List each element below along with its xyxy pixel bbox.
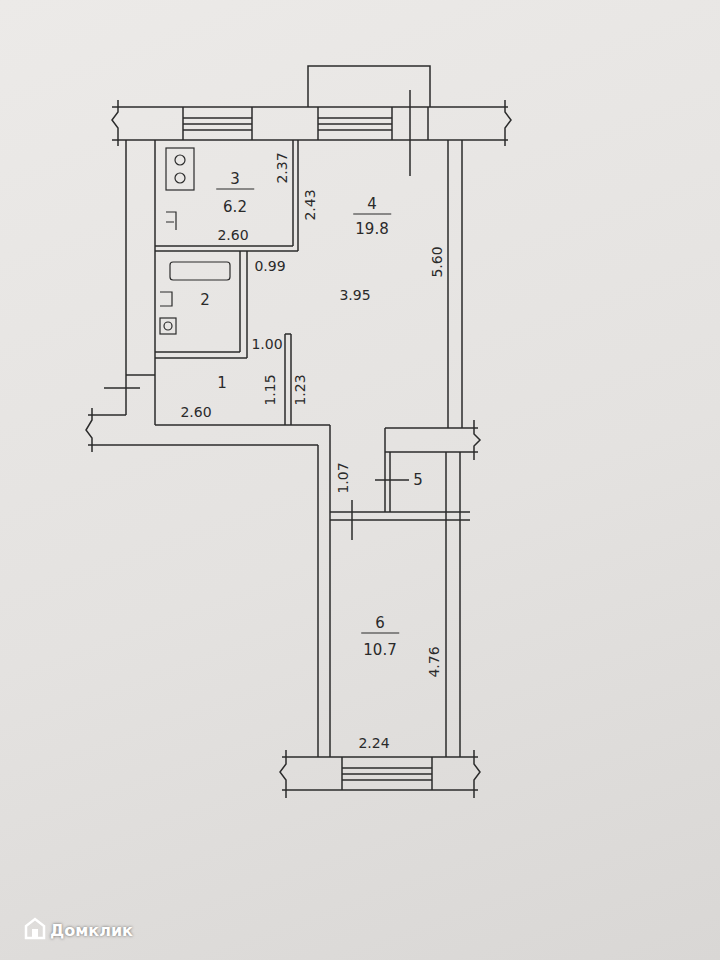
door-mark — [351, 500, 353, 540]
window-symbol — [318, 107, 392, 140]
window-tick — [104, 387, 140, 389]
wall-line — [329, 425, 331, 432]
toilet-symbol — [160, 318, 176, 334]
wall-line — [112, 106, 508, 108]
walls — [86, 66, 511, 798]
wall-line — [459, 452, 461, 757]
balcony-door — [409, 90, 411, 176]
window-symbol — [183, 107, 252, 140]
dimension-label: 1.07 — [336, 462, 351, 493]
partition — [330, 519, 470, 521]
washbasin-symbol — [160, 292, 172, 306]
dimension-label: 1.23 — [293, 374, 308, 405]
room-number: 6 — [361, 615, 399, 634]
break-mark — [280, 750, 286, 798]
watermark: Домклик — [50, 923, 133, 938]
wall-line — [282, 756, 478, 758]
dimension-label: 2.43 — [303, 189, 318, 220]
watermark-icon — [26, 919, 44, 938]
dimension-label: 1.15 — [263, 374, 278, 405]
dimension-label: 2.60 — [217, 228, 248, 243]
partition — [155, 351, 240, 353]
partition — [285, 333, 291, 335]
partition — [155, 245, 293, 247]
partition — [384, 428, 386, 512]
stove-burner — [175, 155, 185, 165]
wall-line — [445, 452, 447, 757]
dimension-label: 4.76 — [427, 646, 442, 677]
break-mark — [474, 420, 480, 460]
wall-line — [461, 140, 463, 428]
wall-line — [385, 427, 478, 429]
stove-burner — [175, 173, 185, 183]
break-mark — [86, 408, 92, 452]
room-number: 3 — [216, 171, 254, 190]
watermark-icon — [32, 929, 38, 938]
partition — [284, 334, 286, 425]
break-mark — [112, 100, 118, 146]
dimension-label: 2.37 — [275, 152, 290, 183]
room-area-value: 19.8 — [355, 221, 388, 238]
room-number: 4 — [353, 196, 391, 215]
break-mark — [474, 750, 480, 798]
dimension-label: 5.60 — [430, 246, 445, 277]
room-number: 5 — [413, 472, 423, 489]
wall-line — [88, 444, 318, 446]
wall-line — [155, 424, 330, 426]
wall-line — [282, 789, 478, 791]
break-mark — [505, 100, 511, 146]
wall-line — [125, 365, 127, 415]
wall-line — [447, 140, 449, 428]
stove-symbol — [166, 148, 194, 190]
wall-line — [88, 414, 126, 416]
wall-line — [385, 451, 478, 453]
wall-line — [154, 140, 156, 425]
wall-line — [125, 140, 127, 365]
partition — [239, 251, 241, 352]
room-area: 419.8 — [300, 142, 447, 424]
balcony-door — [427, 107, 429, 140]
dimension-label: 0.99 — [254, 259, 285, 274]
sink-symbol — [166, 212, 176, 230]
room-number: 2 — [200, 292, 210, 309]
partition — [389, 452, 391, 512]
partition — [155, 250, 298, 252]
dimension-label: 2.60 — [180, 405, 211, 420]
wall-line — [317, 445, 319, 757]
watermark-icon — [26, 919, 44, 938]
room-area-value: 10.7 — [363, 642, 396, 659]
room-number: 1 — [217, 375, 227, 392]
dimension-label: 1.00 — [251, 337, 282, 352]
partition — [155, 357, 247, 359]
dimension-label: 3.95 — [339, 288, 370, 303]
leader-line — [375, 479, 409, 481]
partition — [330, 511, 470, 513]
wall-line — [329, 432, 331, 757]
wall-line — [465, 139, 508, 141]
toilet-symbol — [164, 322, 172, 330]
window-symbol — [342, 757, 432, 790]
balcony — [308, 66, 430, 107]
partition — [246, 251, 248, 358]
wall-line — [155, 139, 465, 141]
room-area: 2 — [157, 253, 239, 351]
room-area: 610.7 — [332, 522, 445, 756]
window-tick — [126, 374, 155, 376]
bathtub-symbol — [170, 262, 230, 280]
dimension-label: 2.24 — [358, 736, 389, 751]
partition — [292, 140, 294, 246]
room-area: 5 — [391, 453, 445, 511]
partition — [297, 140, 299, 251]
room-area-value: 6.2 — [223, 199, 247, 216]
